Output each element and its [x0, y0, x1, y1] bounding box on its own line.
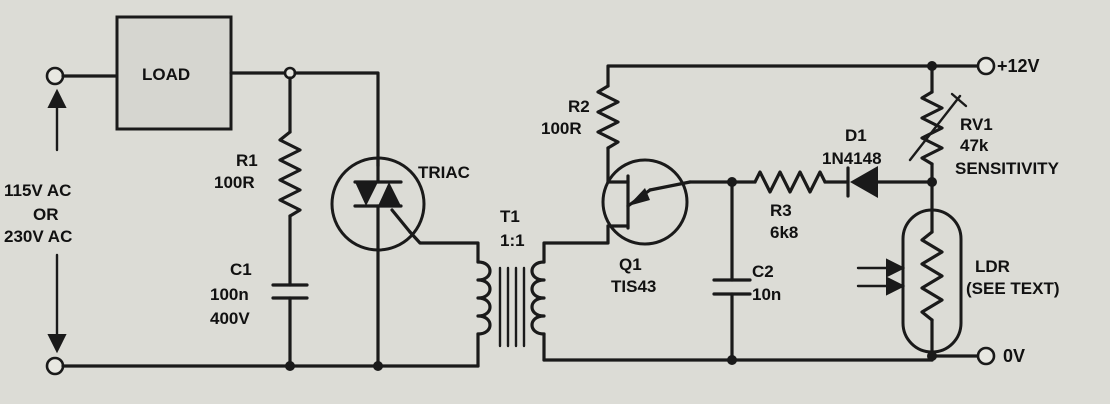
q1-part: TIS43	[611, 277, 656, 296]
wire-gate-to-t1	[408, 230, 480, 264]
junction-dot-c2-ground	[727, 355, 737, 365]
ldr-note: (SEE TEXT)	[966, 279, 1060, 298]
triac-symbol	[330, 156, 426, 252]
ac-input-bottom-terminal	[45, 356, 65, 376]
rv1-ref: RV1	[960, 115, 993, 134]
rv1-function: SENSITIVITY	[955, 159, 1060, 178]
t1-ref: T1	[500, 207, 520, 226]
d1-ref: D1	[845, 126, 867, 145]
ground-terminal	[976, 346, 996, 366]
r2-value: 100R	[541, 119, 582, 138]
c1-ref: C1	[230, 260, 252, 279]
diode-d1	[846, 166, 878, 198]
resistor-r1	[278, 130, 302, 218]
t1-ratio: 1:1	[500, 231, 525, 250]
ujt-q1	[601, 158, 692, 246]
wire-t1-to-q1	[542, 224, 610, 264]
positive-terminal	[976, 56, 996, 76]
wire-positive-rail	[606, 64, 980, 88]
ac-input-top-terminal	[45, 66, 65, 86]
c1-value: 100n	[210, 285, 249, 304]
load-label: LOAD	[142, 65, 190, 84]
junction-dot-c1	[285, 361, 295, 371]
supply-voltage-label-3: 230V AC	[4, 227, 72, 246]
transformer-t1	[476, 260, 546, 368]
ground-rail-label: 0V	[1003, 346, 1025, 366]
c2-ref: C2	[752, 262, 774, 281]
resistor-r2	[596, 84, 620, 150]
positive-rail-label: +12V	[997, 56, 1040, 76]
triac-label: TRIAC	[418, 163, 470, 182]
r1-value: 100R	[214, 173, 255, 192]
junction-dot-triac	[373, 361, 383, 371]
ldr-ref: LDR	[975, 257, 1010, 276]
wire-to-triac-mt	[293, 71, 380, 168]
capacitor-c1	[271, 283, 309, 300]
r2-ref: R2	[568, 97, 590, 116]
load-box	[115, 15, 233, 131]
c1-rating: 400V	[210, 309, 250, 328]
potentiometer-rv1	[908, 90, 968, 166]
junction-dot-ldr-ground	[927, 351, 937, 361]
resistor-r3	[753, 170, 827, 194]
r3-value: 6k8	[770, 223, 798, 242]
supply-voltage-label-1: 115V AC	[4, 181, 71, 200]
c2-value: 10n	[752, 285, 781, 304]
capacitor-c2	[712, 278, 752, 296]
r1-ref: R1	[236, 151, 258, 170]
d1-part: 1N4148	[822, 149, 882, 168]
r3-ref: R3	[770, 201, 792, 220]
supply-voltage-label-2: OR	[33, 205, 59, 224]
q1-ref: Q1	[619, 255, 642, 274]
rv1-value: 47k	[960, 136, 989, 155]
light-arrows-icon	[856, 258, 906, 296]
